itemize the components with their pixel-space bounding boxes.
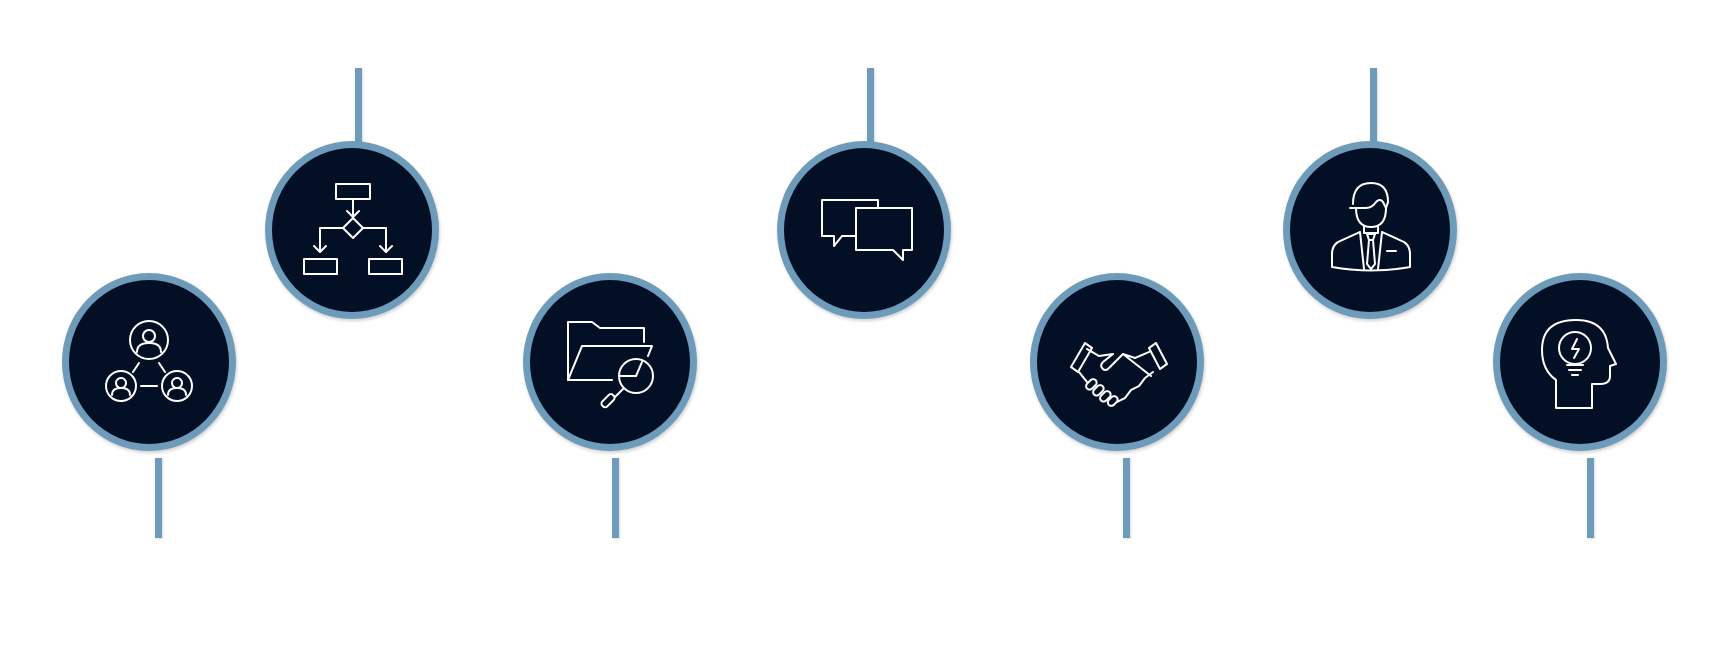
handshake-icon (1070, 342, 1168, 407)
node-3-circle (523, 273, 697, 451)
node-5-stem (1123, 458, 1130, 538)
node-6-stem (1370, 68, 1377, 148)
network-people-icon (105, 320, 193, 402)
node-1-circle (62, 273, 236, 451)
folder-search-icon (567, 321, 654, 409)
node-7-stem (1587, 458, 1594, 538)
node-5-circle (1030, 273, 1204, 451)
node-4-stem (867, 68, 874, 148)
node-7-circle (1493, 273, 1667, 451)
node-4-circle (777, 141, 951, 319)
node-6-circle (1283, 141, 1457, 319)
flowchart-icon (303, 183, 403, 275)
node-2-circle (265, 141, 439, 319)
node-1-stem (155, 458, 162, 538)
chat-bubbles-icon (821, 199, 913, 261)
businessman-icon (1331, 182, 1411, 272)
node-3-stem (612, 458, 619, 538)
node-2-stem (355, 68, 362, 148)
head-lightbulb-icon (1541, 319, 1617, 409)
